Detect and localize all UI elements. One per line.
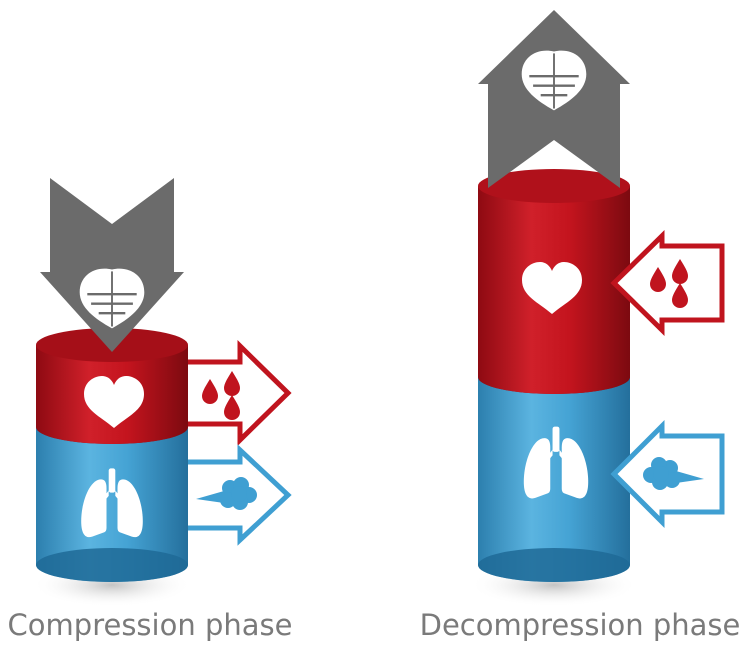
compression-push-arrow bbox=[40, 178, 184, 352]
decompression-phase-label: Decompression phase bbox=[419, 608, 741, 642]
compression-group bbox=[32, 178, 292, 607]
compression-lungs-cylinder bbox=[36, 427, 188, 582]
hands-icon bbox=[79, 268, 145, 329]
decompression-blood-in-arrow bbox=[610, 230, 725, 336]
hands-icon bbox=[521, 50, 587, 111]
decompression-lungs-cylinder bbox=[478, 377, 630, 582]
compression-phase-label: Compression phase bbox=[7, 608, 293, 642]
decompression-group bbox=[470, 10, 725, 607]
